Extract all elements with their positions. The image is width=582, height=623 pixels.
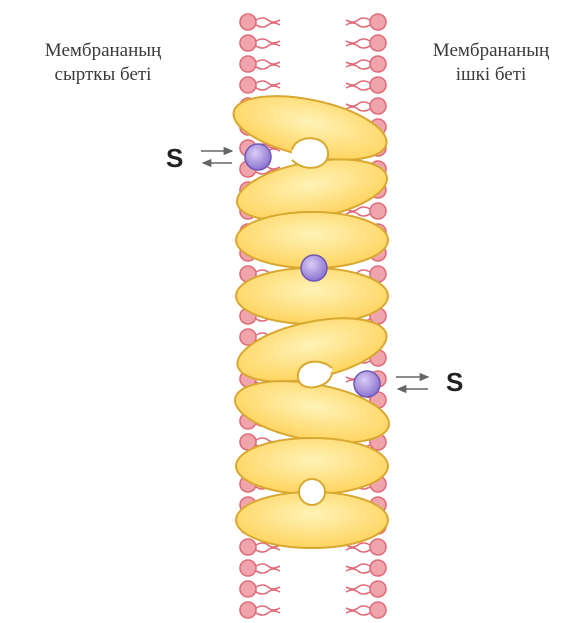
substrate-label-inner: S: [446, 367, 463, 397]
phospholipid: [346, 581, 386, 597]
substrate-molecule-inside: [354, 371, 380, 397]
phospholipid: [240, 56, 280, 72]
binding-site-outer-open: [292, 138, 328, 168]
phospholipid: [346, 14, 386, 30]
phospholipid: [240, 581, 280, 597]
phospholipid: [346, 560, 386, 576]
phospholipid: [346, 77, 386, 93]
phospholipid: [240, 35, 280, 51]
substrate-molecule-bound: [301, 255, 327, 281]
phospholipid: [240, 77, 280, 93]
phospholipid: [346, 602, 386, 618]
substrate-label-outer: S: [166, 143, 183, 173]
phospholipid: [240, 602, 280, 618]
binding-site-empty: [299, 479, 325, 505]
binding-site-inner-open: [298, 362, 332, 388]
phospholipid: [346, 56, 386, 72]
phospholipid: [346, 35, 386, 51]
phospholipid: [240, 14, 280, 30]
phospholipid: [240, 560, 280, 576]
substrate-molecule-outside: [245, 144, 271, 170]
